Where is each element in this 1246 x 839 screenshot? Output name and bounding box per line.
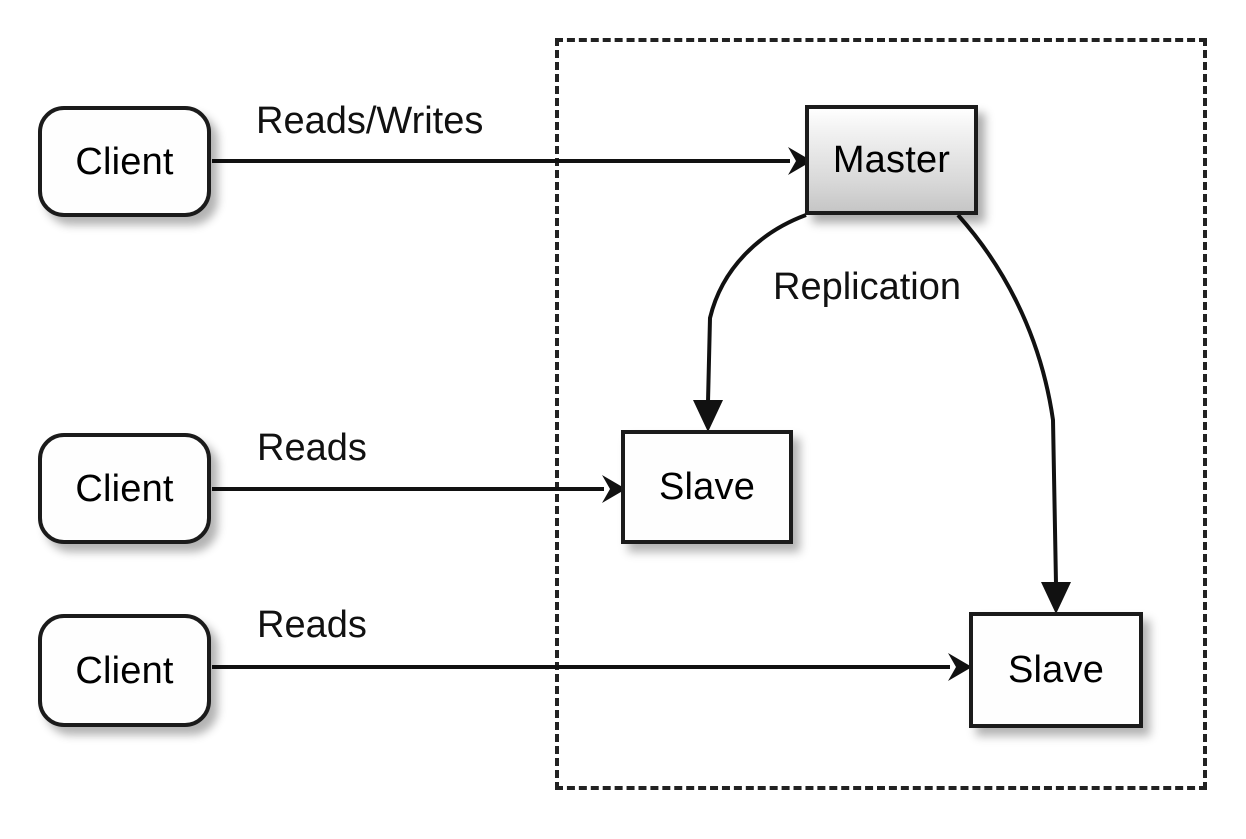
node-master-label: Master — [832, 139, 951, 181]
node-client-2-label: Client — [75, 467, 174, 510]
database-cluster-boundary — [555, 38, 1207, 790]
node-slave-1[interactable]: Slave — [621, 430, 793, 544]
node-slave-2-label: Slave — [1007, 649, 1105, 691]
node-slave-1-label: Slave — [658, 466, 756, 508]
node-client-2[interactable]: Client — [38, 433, 211, 544]
node-master[interactable]: Master — [805, 105, 978, 215]
edge-label-replication: Replication — [773, 266, 961, 308]
node-client-3[interactable]: Client — [38, 614, 211, 727]
edge-label-reads-middle: Reads — [257, 427, 367, 469]
node-client-1[interactable]: Client — [38, 106, 211, 217]
edge-label-reads-bottom: Reads — [257, 604, 367, 646]
node-client-3-label: Client — [75, 649, 174, 692]
node-slave-2[interactable]: Slave — [969, 612, 1143, 728]
edge-label-reads-writes: Reads/Writes — [256, 100, 484, 142]
node-client-1-label: Client — [75, 140, 174, 183]
